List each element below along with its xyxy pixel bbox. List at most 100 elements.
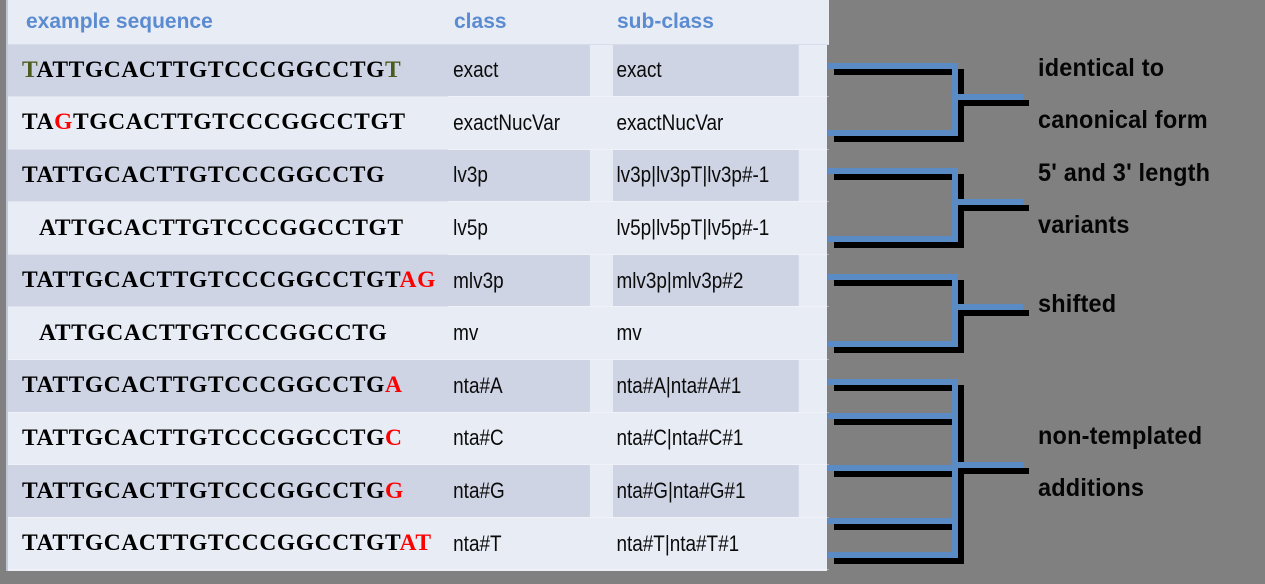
- bracket-top-arm-shadow: [834, 174, 964, 181]
- sequence-segment-black: ATTGCACTTGTCCCGGCCTG: [36, 56, 385, 83]
- bracket-spine-shadow: [958, 384, 964, 564]
- cell-sub-class: lv3p|lv3pT|lv3p#-1: [613, 149, 799, 203]
- sequence-segment-black: TATTGCACTTGTCCCGGCCTG: [22, 424, 385, 451]
- bracket-top-arm: [828, 168, 958, 175]
- bracket-bottom-arm-shadow: [834, 136, 964, 143]
- bracket-divider-shadow: [834, 418, 964, 425]
- bracket-top-arm: [828, 63, 958, 69]
- bracket-bottom-arm: [828, 340, 958, 347]
- table-header: example sequence class sub-class: [8, 0, 829, 45]
- bracket-bottom-arm-shadow: [834, 241, 964, 248]
- bracket-top-arm: [828, 378, 958, 385]
- sequence-segment-red: AT: [399, 530, 432, 557]
- column-header-example-sequence: example sequence: [8, 0, 448, 45]
- bracket-bottom-arm: [828, 235, 958, 242]
- sequence-class-table: example sequence class sub-class TATTGCA…: [6, 0, 829, 571]
- cell-example-sequence: TATTGCACTTGTCCCGGCCTGG: [8, 464, 448, 518]
- sequence-segment-black: TATTGCACTTGTCCCGGCCTGT: [22, 267, 400, 294]
- cell-example-sequence: TATTGCACTTGTCCCGGCCTGA: [8, 359, 448, 413]
- cell-class: nta#G: [448, 464, 590, 518]
- column-header-sub-class: sub-class: [613, 0, 829, 45]
- cell-sub-class: lv5p|lv5pT|lv5p#-1: [613, 201, 799, 255]
- cell-sub-class: exactNucVar: [613, 96, 799, 150]
- annotation-label-length-variants: variants: [1038, 210, 1130, 239]
- bracket-spine-shadow: [958, 69, 964, 143]
- sequence-segment-red: A: [384, 372, 403, 399]
- sequence-segment-red: G: [54, 109, 73, 136]
- cell-sub-class: exact: [613, 44, 799, 98]
- bracket-stem: [952, 462, 1023, 469]
- annotation-label-shifted: shifted: [1038, 290, 1117, 319]
- bracket-divider: [828, 465, 958, 472]
- table-row: TATTGCACTTGTCCCGGCCTGTAG mlv3p mlv3p|mlv3p…: [8, 254, 829, 308]
- annotation-label-identical-to-canonical-form: canonical form: [1038, 105, 1208, 134]
- cell-example-sequence: ATTGCACTTGTCCCGGCCTGT: [8, 201, 448, 255]
- cell-sub-class: mlv3p|mlv3p#2: [613, 254, 799, 308]
- cell-example-sequence: TAGTGCACTTGTCCCGGCCTGT: [8, 96, 448, 150]
- sequence-segment-red: G: [384, 477, 404, 504]
- sequence-segment-olive: T: [384, 56, 402, 83]
- cell-sub-class: nta#C|nta#C#1: [613, 412, 799, 466]
- bracket-divider-shadow: [834, 523, 964, 530]
- bracket-spine-shadow: [958, 174, 964, 248]
- cell-class: lv5p: [448, 201, 590, 255]
- cell-example-sequence: TATTGCACTTGTCCCGGCCTG: [8, 149, 448, 203]
- bracket-stem: [952, 198, 1023, 205]
- sequence-segment-black: ATTGCACTTGTCCCGGCCTGT: [39, 214, 404, 241]
- bracket-spine: [952, 378, 958, 558]
- bracket-bottom-arm: [828, 130, 958, 137]
- annotation-label-non-templated-additions: non-templated: [1038, 422, 1203, 451]
- bracket-spine: [952, 63, 958, 137]
- bracket-spine: [952, 168, 958, 242]
- bracket-top-arm-shadow: [834, 69, 964, 75]
- cell-class: nta#A: [448, 359, 590, 413]
- cell-example-sequence: TATTGCACTTGTCCCGGCCTGT: [8, 44, 448, 98]
- sequence-segment-olive: T: [22, 56, 37, 83]
- table-row: TATTGCACTTGTCCCGGCCTG lv3p lv3p|lv3pT|lv3p…: [8, 149, 829, 203]
- sequence-segment-black: TATTGCACTTGTCCCGGCCTG: [22, 477, 385, 504]
- bracket-bottom-arm-shadow: [834, 557, 964, 564]
- bracket-stem-shadow: [958, 99, 1029, 106]
- cell-example-sequence: TATTGCACTTGTCCCGGCCTGC: [8, 412, 448, 466]
- table-row: ATTGCACTTGTCCCGGCCTGT lv5p lv5p|lv5pT|lv5p…: [8, 201, 829, 255]
- cell-class: exact: [448, 44, 590, 98]
- bracket-stem: [952, 93, 1023, 100]
- bracket-spine: [952, 273, 958, 347]
- bracket-stem: [952, 304, 1023, 311]
- cell-example-sequence: ATTGCACTTGTCCCGGCCTG: [8, 306, 448, 361]
- cell-class: mv: [448, 306, 590, 361]
- cell-class: exactNucVar: [448, 96, 590, 150]
- cell-sub-class: mv: [613, 306, 799, 361]
- sequence-segment-black: TATTGCACTTGTCCCGGCCTG: [22, 372, 385, 399]
- sequence-segment-red: C: [384, 424, 403, 451]
- bracket-bottom-arm-shadow: [834, 346, 964, 353]
- bracket-stem-shadow: [958, 310, 1029, 317]
- cell-example-sequence: TATTGCACTTGTCCCGGCCTGTAT: [8, 517, 448, 571]
- bracket-stem-shadow: [958, 204, 1029, 211]
- cell-sub-class: nta#T|nta#T#1: [613, 517, 799, 571]
- header-row: example sequence class sub-class: [8, 0, 829, 45]
- cell-class: mlv3p: [448, 254, 590, 308]
- bracket-top-arm-shadow: [834, 279, 964, 286]
- cell-class: lv3p: [448, 149, 590, 203]
- cell-class: nta#T: [448, 517, 590, 571]
- bracket-divider: [828, 412, 958, 419]
- annotation-label-length-variants: 5' and 3' length: [1038, 158, 1211, 187]
- column-header-class: class: [448, 0, 613, 45]
- annotation-label-identical-to-canonical-form: identical to: [1038, 53, 1165, 82]
- sequence-segment-black: TATTGCACTTGTCCCGGCCTG: [22, 161, 385, 188]
- bracket-divider: [828, 517, 958, 524]
- sequence-segment-black: ATTGCACTTGTCCCGGCCTG: [39, 319, 388, 346]
- bracket-spine-shadow: [958, 279, 964, 353]
- sequence-segment-red: AG: [399, 267, 436, 294]
- cell-sub-class: nta#G|nta#G#1: [613, 464, 799, 518]
- cell-class: nta#C: [448, 412, 590, 466]
